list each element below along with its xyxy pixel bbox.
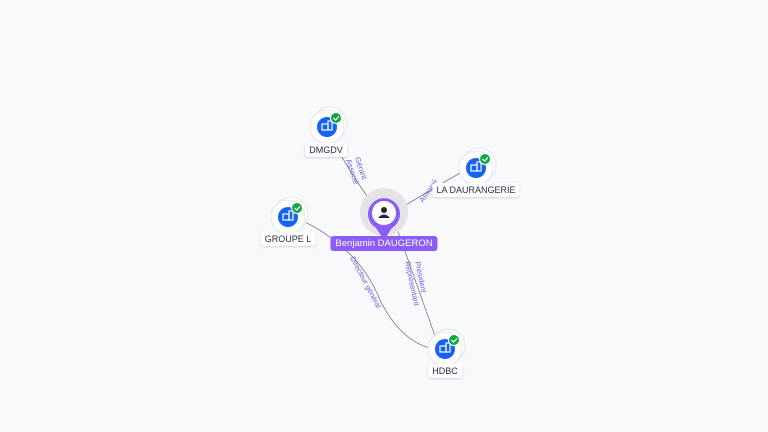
verified-check-icon (291, 202, 303, 214)
node-label-la-daurangerie[interactable]: LA DAURANGERIE (432, 183, 520, 197)
node-dmgdv[interactable] (309, 106, 348, 145)
verified-check-icon (330, 112, 342, 124)
center-label[interactable]: Benjamin DAUGERON (330, 236, 438, 251)
building-icon (470, 161, 482, 172)
building-icon (321, 120, 333, 131)
edge-label: Directeur général (348, 255, 383, 310)
node-label-groupe-l[interactable]: GROUPE L (260, 232, 316, 246)
person-icon (378, 207, 390, 218)
node-hdbc[interactable] (427, 328, 466, 367)
node-label-dmgdv[interactable]: DMGDV (305, 143, 347, 157)
node-la-daurangerie[interactable] (458, 147, 497, 186)
verified-check-icon (448, 334, 460, 346)
verified-check-icon (479, 153, 491, 165)
node-groupe-l[interactable] (270, 196, 309, 235)
center-node[interactable] (360, 188, 408, 240)
building-icon (439, 342, 451, 353)
building-icon (282, 210, 294, 221)
node-label-hdbc[interactable]: HDBC (428, 364, 462, 378)
